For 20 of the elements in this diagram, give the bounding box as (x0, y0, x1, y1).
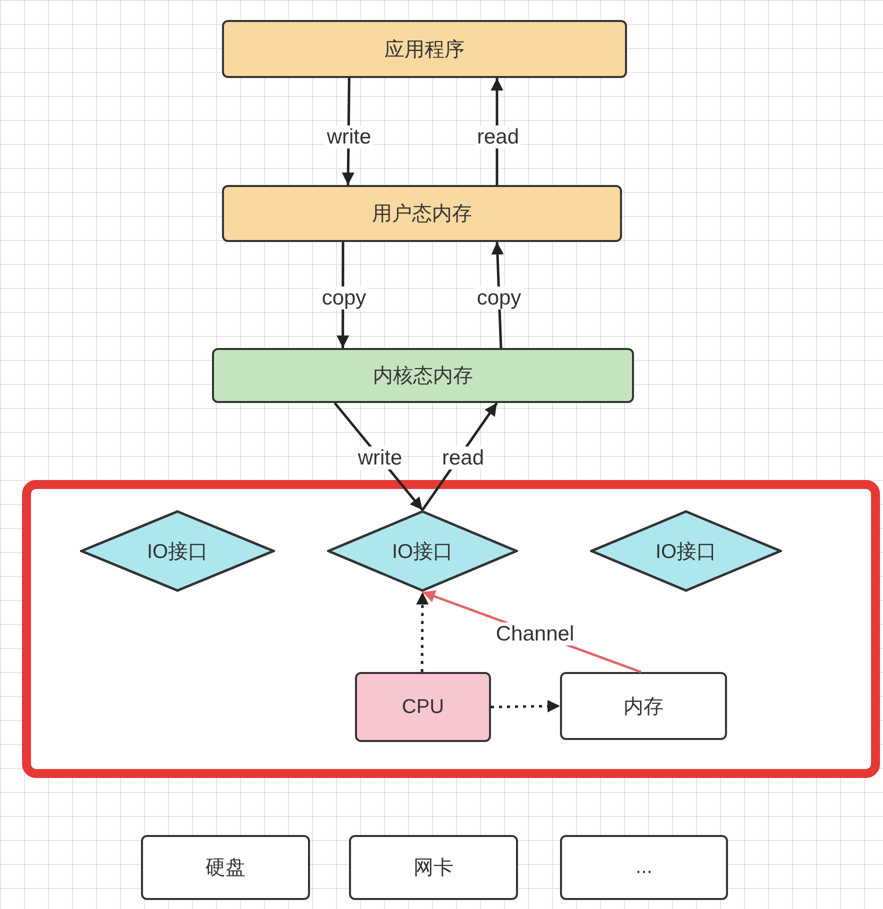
memory-box: 用户态内存 (222, 185, 622, 242)
memory-box: 内核态内存 (212, 348, 634, 403)
interface-diamond: IO接口 (80, 510, 275, 592)
process-box: 应用程序 (222, 20, 627, 78)
memory-box: 内存 (560, 672, 727, 740)
device-box: 硬盘 (141, 835, 310, 900)
interface-diamond: IO接口 (590, 510, 782, 592)
cpu-box: CPU (355, 672, 491, 742)
edge-label: write (356, 446, 404, 470)
frame-box (22, 480, 880, 778)
arrow (416, 592, 429, 672)
edge-label: write (324, 125, 374, 149)
edge-label: copy (320, 286, 368, 310)
device-box: ... (560, 835, 728, 900)
edge-label: read (474, 125, 522, 149)
device-box: 网卡 (349, 835, 518, 900)
interface-diamond: IO接口 (327, 510, 518, 592)
edge-label: copy (474, 286, 524, 310)
edge-label: read (440, 446, 486, 470)
arrow (490, 700, 560, 712)
